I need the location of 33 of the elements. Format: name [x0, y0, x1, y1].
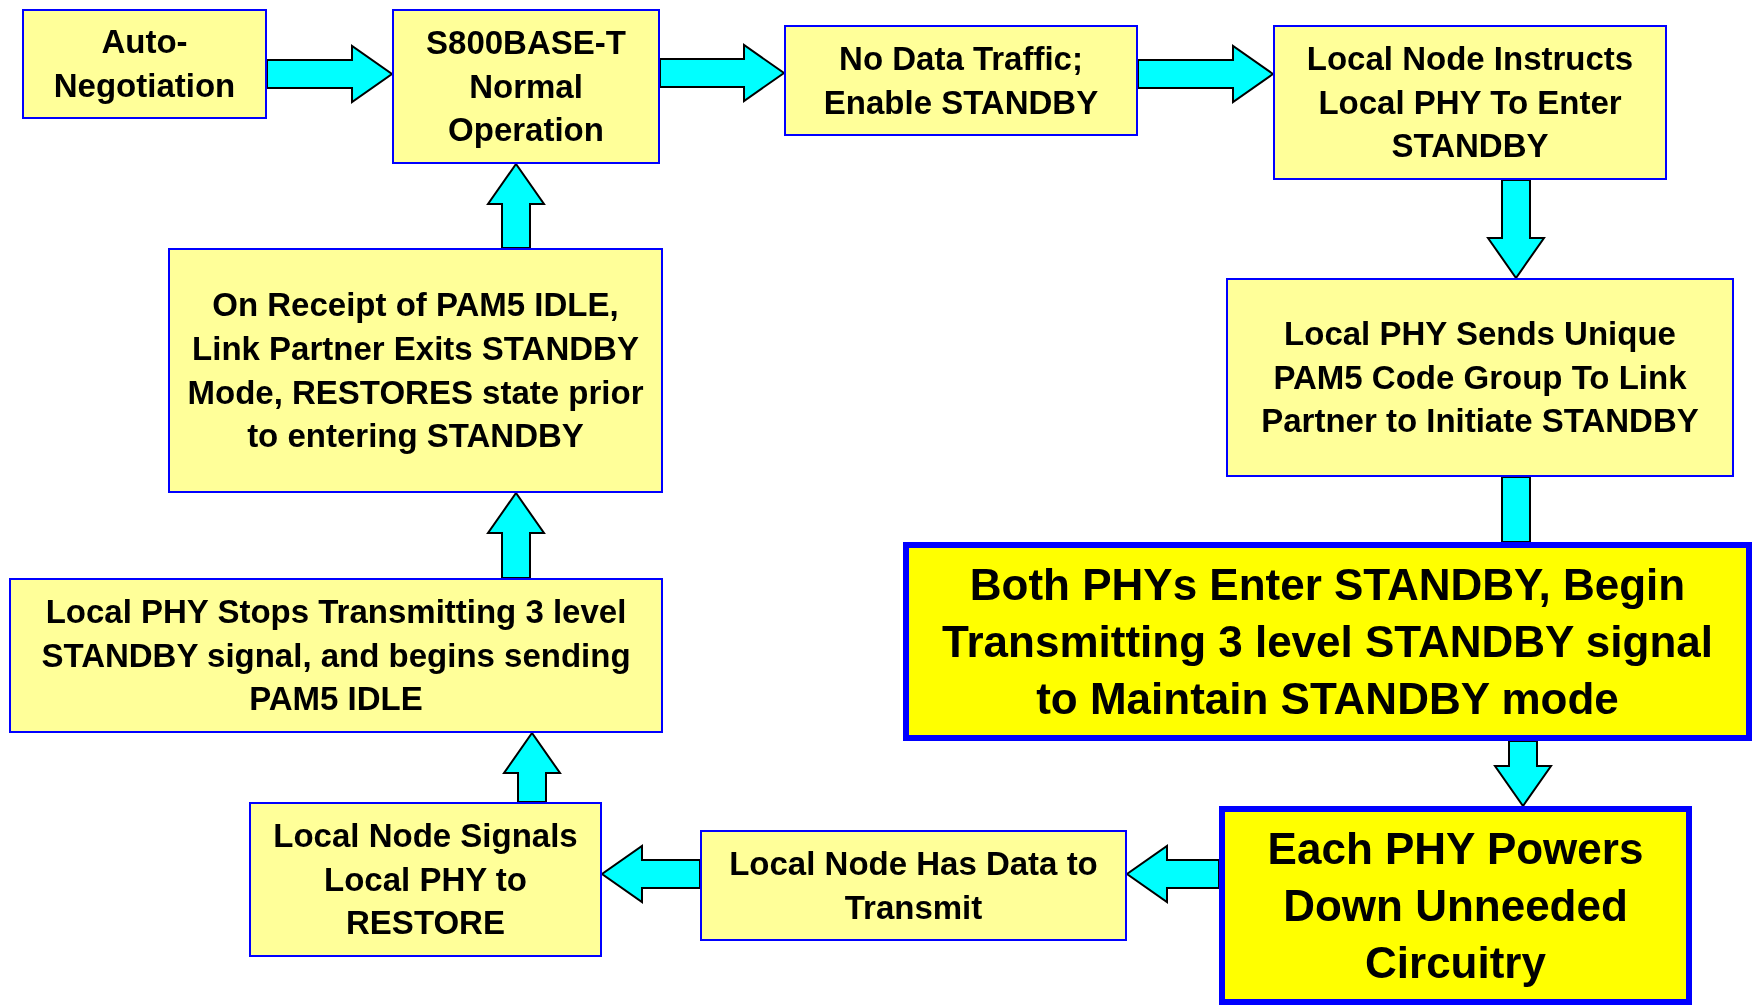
process-box — [249, 802, 602, 957]
process-box — [700, 830, 1127, 941]
block-arrow — [1486, 179, 1546, 280]
process-box — [1273, 25, 1667, 180]
box-label: Auto-Negotiation — [52, 22, 237, 106]
process-box — [392, 9, 660, 164]
process-box — [784, 25, 1138, 136]
process-box — [9, 578, 663, 733]
box-label: Both PHYs Enter STANDBY, Begin Transmitting 3 level STANDBY signal to Maintain STANDBY mode — [941, 558, 1714, 726]
box-label: Each PHY Powers Down Unneeded Circuitry — [1266, 822, 1645, 990]
block-arrow — [502, 731, 562, 803]
block-arrow — [1493, 740, 1553, 808]
block-arrow — [1137, 44, 1275, 104]
highlighted-process-box — [903, 542, 1752, 741]
block-arrow — [486, 162, 546, 249]
box-label: Local PHY Sends Unique PAM5 Code Group To Link Partner to Initiate STANDBY — [1260, 314, 1700, 442]
box-label: Local Node Signals Local PHY to RESTORE — [272, 816, 579, 944]
block-arrow — [600, 844, 701, 904]
box-label: Local Node Has Data to Transmit — [728, 843, 1099, 928]
block-arrow — [1125, 844, 1220, 904]
process-box — [1226, 278, 1734, 477]
connector-bar — [1501, 476, 1531, 543]
box-label: Local Node Instructs Local PHY To Enter STANDBY — [1305, 39, 1635, 167]
process-box — [22, 9, 267, 119]
highlighted-process-box — [1219, 806, 1692, 1005]
block-arrow — [659, 43, 786, 103]
box-label: No Data Traffic; Enable STANDBY — [822, 38, 1100, 123]
box-label: S800BASE-T Normal Operation — [425, 23, 627, 151]
block-arrow — [486, 491, 546, 579]
box-label: Local PHY Stops Transmitting 3 level STANDBY signal, and begins sending PAM5 IDLE — [40, 592, 632, 720]
block-arrow — [266, 44, 394, 104]
box-label: On Receipt of PAM5 IDLE, Link Partner Exits STANDBY Mode, RESTORES state prior to entering STANDBY — [186, 285, 645, 457]
process-box — [168, 248, 663, 493]
